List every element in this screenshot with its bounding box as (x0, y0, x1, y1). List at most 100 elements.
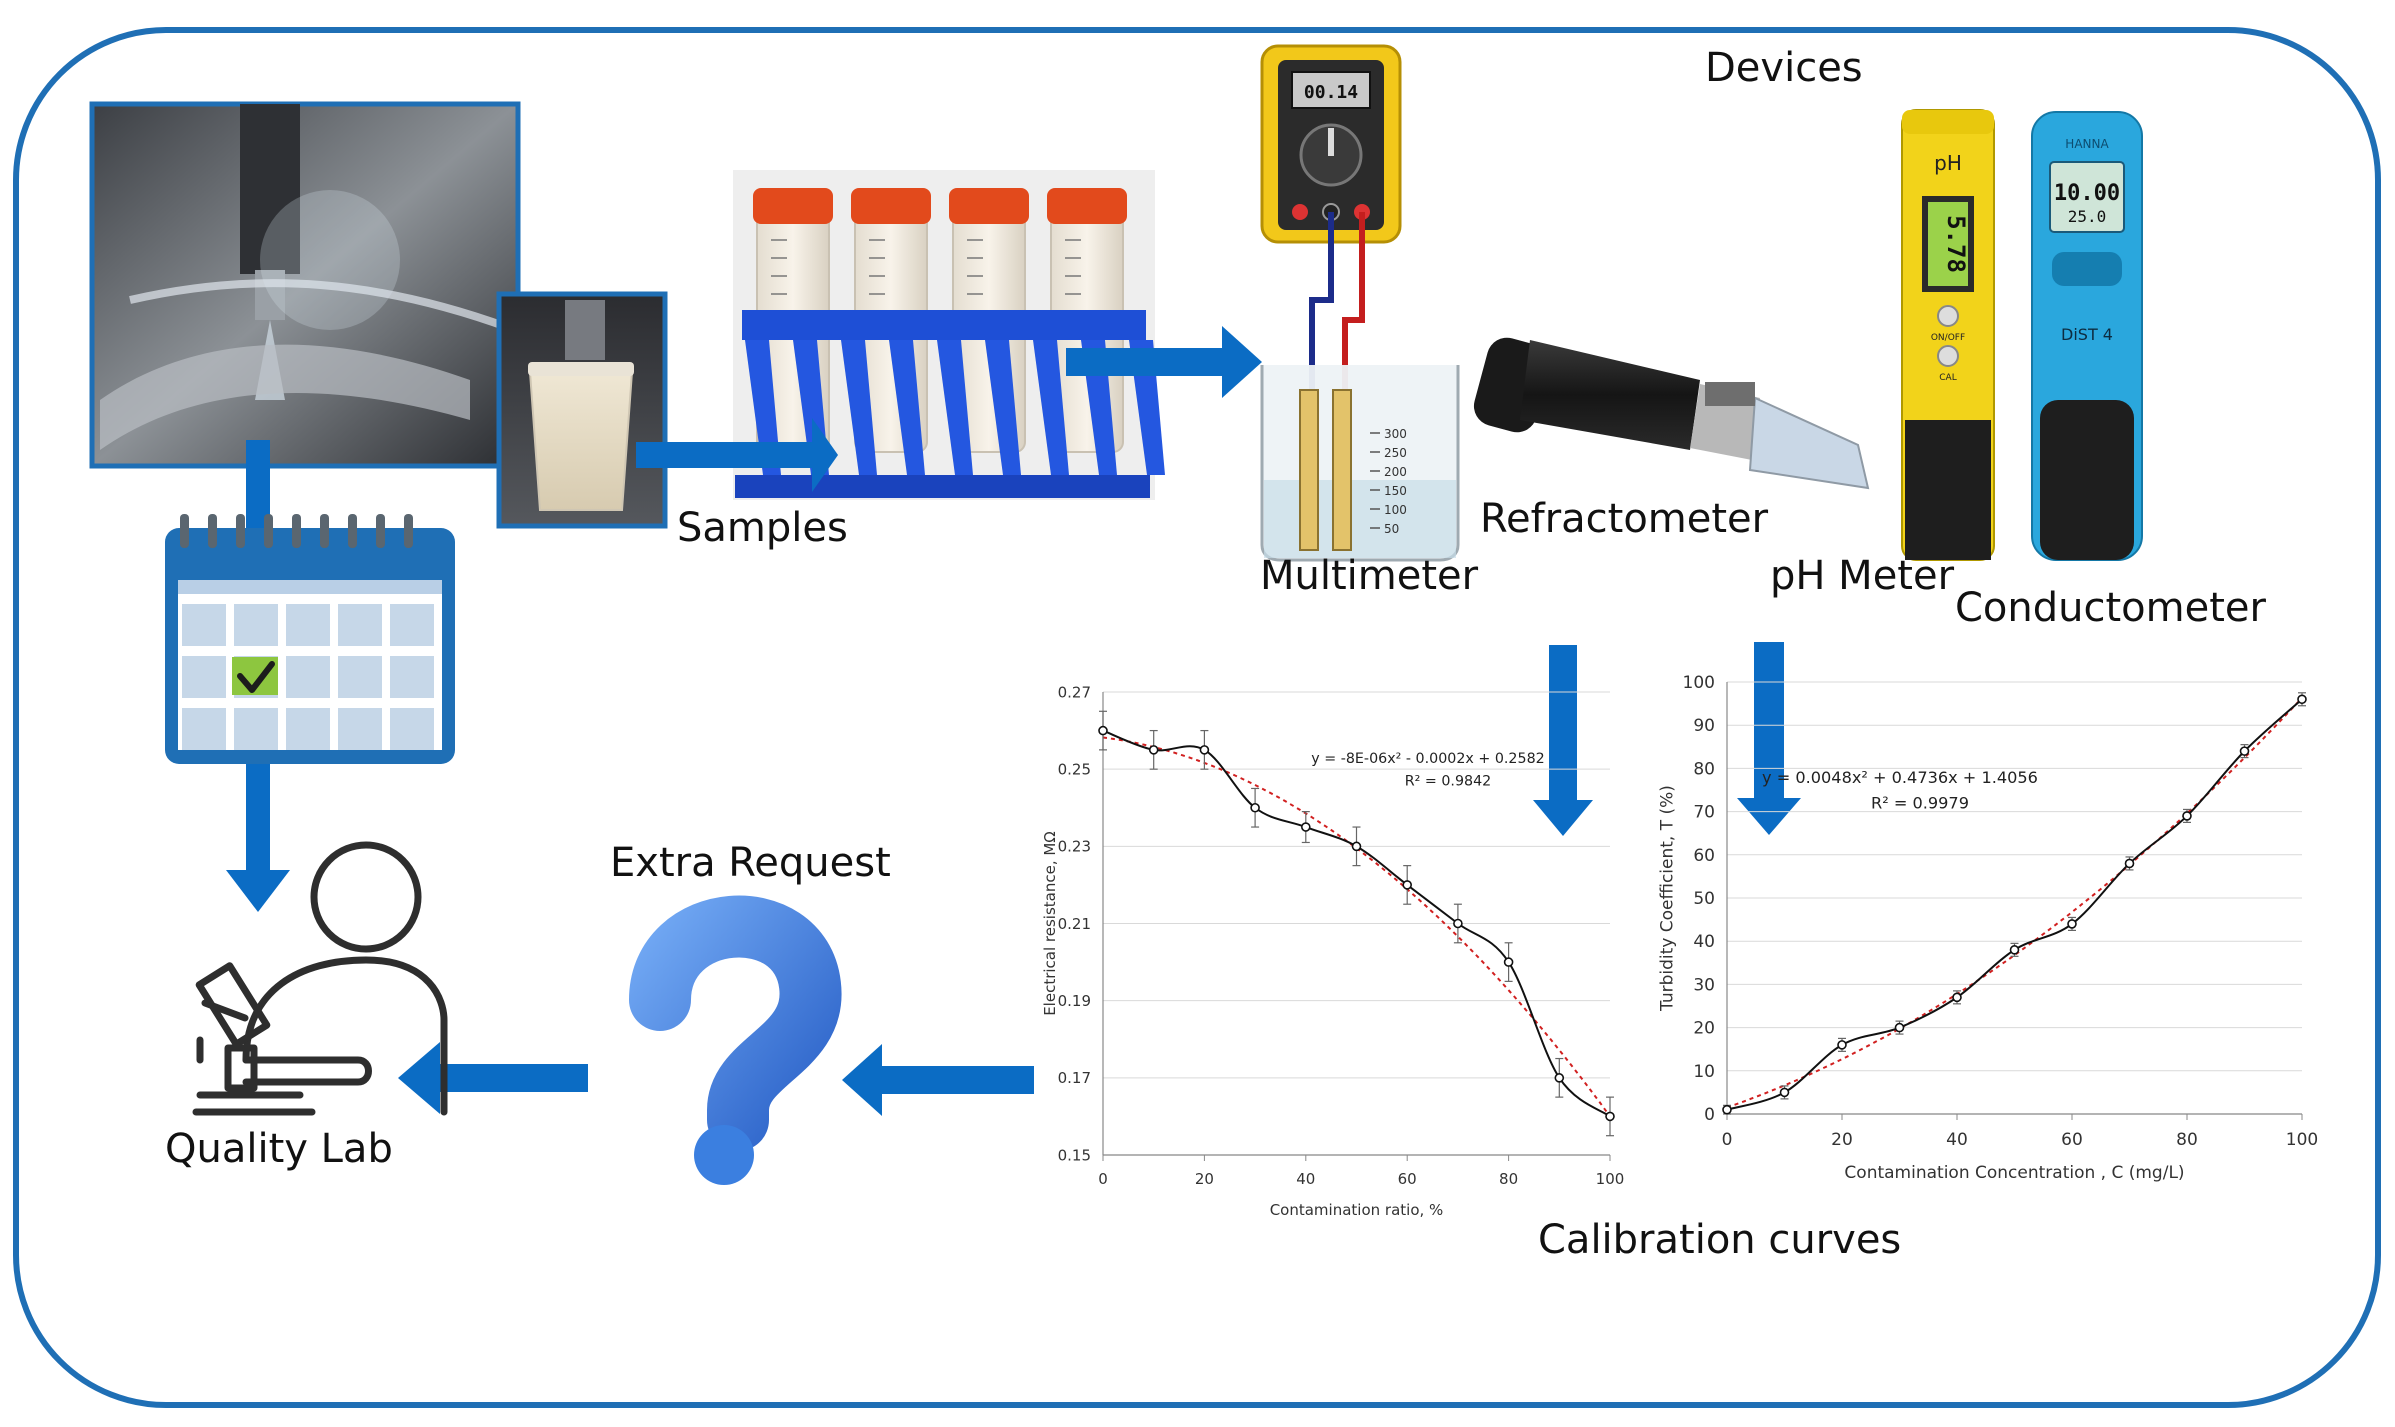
ph-meter-btn-onoff: ON/OFF (1931, 333, 1965, 343)
y-tick-label: 30 (1693, 975, 1715, 995)
tube-cap (949, 188, 1029, 224)
beaker: 300 250 200 150 100 50 (1260, 365, 1460, 562)
calendar-cell (390, 604, 434, 646)
lab-scientist-icon (192, 841, 448, 1116)
calendar-cell (390, 708, 434, 750)
beaker-scale-label: 250 (1384, 446, 1407, 460)
y-tick-label: 60 (1693, 846, 1715, 866)
calendar-cell (286, 604, 330, 646)
rack-leg (985, 340, 1021, 475)
trendline-equation: y = 0.0048x² + 0.4736x + 1.4056 (1762, 768, 2038, 787)
tube-cap (1047, 188, 1127, 224)
beaker-scale-label: 100 (1384, 503, 1407, 517)
y-tick-label: 0 (1704, 1105, 1715, 1125)
x-tick-label: 100 (2286, 1130, 2318, 1150)
data-point (2239, 746, 2250, 756)
beaker-scale-label: 300 (1384, 427, 1407, 441)
question-mark-icon (629, 895, 842, 1185)
refractometer-device (1473, 337, 1870, 490)
y-tick-label: 40 (1693, 932, 1715, 952)
calendar-ring (208, 514, 217, 548)
data-point (2297, 694, 2307, 705)
calendar-ring (348, 514, 357, 548)
x-tick-label: 20 (1831, 1130, 1853, 1150)
x-tick-label: 60 (2061, 1130, 2083, 1150)
x-tick-label: 60 (1398, 1170, 1417, 1188)
x-axis-title: Contamination Concentration , C (mg/L) (1844, 1163, 2184, 1183)
ph-meter-device: pH 5.78 ON/OFF CAL (1901, 109, 1995, 561)
data-point (1301, 822, 1311, 832)
trendline-equation: y = -8E-06x² - 0.0002x + 0.2582 (1311, 751, 1544, 767)
data-point (1952, 992, 1962, 1003)
multimeter-display: 00.14 (1304, 82, 1358, 103)
conductometer-display-sub: 25.0 (2068, 207, 2107, 226)
rack-leg (937, 340, 973, 475)
x-tick-label: 40 (1296, 1170, 1315, 1188)
x-tick-label: 0 (1098, 1170, 1108, 1188)
rack-leg (889, 340, 925, 475)
calendar-cell (338, 708, 382, 750)
y-tick-label: 0.21 (1058, 915, 1091, 933)
data-point (1098, 725, 1108, 736)
y-tick-label: 80 (1693, 759, 1715, 779)
x-tick-label: 100 (1596, 1170, 1625, 1188)
tube-cap (851, 188, 931, 224)
ph-meter-display: 5.78 (1942, 215, 1970, 273)
multimeter-device: 00.14 (1260, 44, 1402, 244)
calendar-cell (286, 708, 330, 750)
rack-leg (1033, 340, 1069, 475)
trendline-r2: R² = 0.9842 (1405, 774, 1491, 790)
label-ph-meter: pH Meter (1770, 553, 1955, 599)
y-tick-label: 100 (1683, 673, 1715, 693)
data-point (1402, 880, 1412, 890)
y-axis-title: Turbidity Coefficient, T (%) (1658, 785, 1678, 1012)
coolant-sample-photo (496, 291, 668, 529)
rack-leg (745, 340, 781, 475)
y-tick-label: 70 (1693, 803, 1715, 823)
label-conductometer: Conductometer (1955, 585, 2266, 631)
diagram-frame (13, 27, 2381, 1408)
beaker-scale-label: 150 (1384, 484, 1407, 498)
y-tick-label: 0.27 (1058, 683, 1091, 701)
series-line (1726, 698, 2303, 1111)
label-calibration-curves: Calibration curves (1538, 1217, 1902, 1263)
beaker-scale-label: 200 (1384, 465, 1407, 479)
data-point (1199, 745, 1210, 755)
data-point (2182, 811, 2192, 821)
sample-tubes-photo (733, 170, 1165, 500)
x-tick-label: 20 (1195, 1170, 1214, 1188)
trendline-r2: R² = 0.9979 (1871, 794, 1969, 813)
conductometer-display-main: 10.00 (2054, 181, 2120, 206)
conductometer-model: DiST 4 (2061, 325, 2113, 344)
conductometer-brand: HANNA (2065, 137, 2109, 151)
calendar-ring (264, 514, 273, 548)
beaker-scale-label: 50 (1384, 522, 1399, 536)
calendar-cell (338, 656, 382, 698)
label-devices: Devices (1705, 45, 1863, 91)
conductometer-device: HANNA 10.00 25.0 DiST 4 (2031, 111, 2143, 561)
calendar-cell (234, 604, 278, 646)
data-point (1148, 745, 1159, 755)
data-point (1894, 1022, 1905, 1033)
y-axis-title: Electrical resistance, MΩ (1041, 831, 1059, 1016)
calendar-icon (165, 514, 455, 764)
calendar-cell (390, 656, 434, 698)
calendar-cell (182, 656, 226, 698)
y-tick-label: 10 (1693, 1062, 1715, 1082)
label-quality-lab: Quality Lab (165, 1126, 393, 1172)
y-tick-label: 0.25 (1058, 760, 1091, 778)
calendar-ring (236, 514, 245, 548)
data-point (1453, 918, 1463, 929)
tube-cap (753, 188, 833, 224)
data-point (1503, 957, 1514, 967)
data-point (1837, 1040, 1847, 1050)
calendar-cell (182, 604, 226, 646)
x-axis-title: Contamination ratio, % (1270, 1201, 1444, 1219)
data-point (2009, 945, 2020, 955)
data-point (2124, 858, 2135, 869)
label-samples: Samples (677, 505, 848, 551)
x-tick-label: 80 (2176, 1130, 2198, 1150)
calendar-ring (404, 514, 413, 548)
label-refractometer: Refractometer (1480, 496, 1769, 542)
